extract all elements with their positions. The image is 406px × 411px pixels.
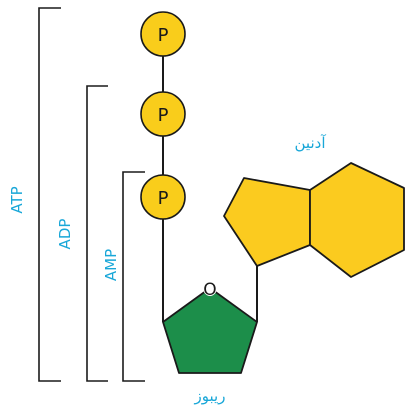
atp-bracket (38, 7, 61, 382)
amp-label: AMP (102, 249, 120, 281)
phosphate-3-label: P (158, 188, 169, 209)
phosphate-group-3: P (140, 174, 186, 220)
ribose-oxygen: O (203, 280, 217, 300)
adp-label: ADP (56, 219, 74, 250)
ribose-label: ریبوز (194, 387, 226, 405)
phosphate-2-label: P (158, 105, 169, 126)
adenine-pentagon-ring (223, 177, 311, 267)
phosphate-group-2: P (140, 91, 186, 137)
atp-label: ATP (8, 186, 26, 213)
amp-bracket (122, 171, 145, 382)
phosphate-group-1: P (140, 11, 186, 57)
adenine-hexagon-ring (309, 162, 405, 278)
phosphate-1-label: P (158, 25, 169, 46)
adenine-label: آدنین (295, 134, 327, 152)
ribose-ring (162, 287, 258, 374)
adp-bracket (86, 85, 108, 382)
oxygen-label: O (203, 280, 216, 300)
